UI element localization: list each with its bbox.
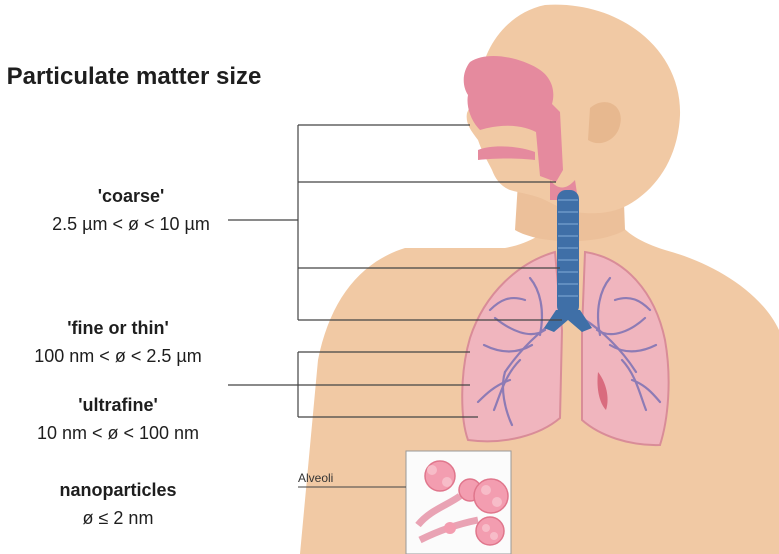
category-range: ø ≤ 2 nm xyxy=(0,508,236,530)
category-range: 2.5 µm < ø < 10 µm xyxy=(0,214,262,236)
category-name: 'ultrafine' xyxy=(0,395,236,417)
sinus xyxy=(516,95,544,107)
alveoli-label: Alveoli xyxy=(298,471,333,485)
category-ultrafine: 'ultrafine' 10 nm < ø < 100 nm xyxy=(0,395,236,444)
category-range: 100 nm < ø < 2.5 µm xyxy=(0,346,236,368)
category-range: 10 nm < ø < 100 nm xyxy=(0,423,236,445)
category-fine: 'fine or thin' 100 nm < ø < 2.5 µm xyxy=(0,318,236,367)
category-name: 'fine or thin' xyxy=(0,318,236,340)
category-name: 'coarse' xyxy=(0,186,262,208)
category-nanoparticles: nanoparticles ø ≤ 2 nm xyxy=(0,480,236,529)
category-coarse: 'coarse' 2.5 µm < ø < 10 µm xyxy=(0,186,262,235)
category-name: nanoparticles xyxy=(0,480,236,502)
diagram-title: Particulate matter size xyxy=(0,58,268,95)
